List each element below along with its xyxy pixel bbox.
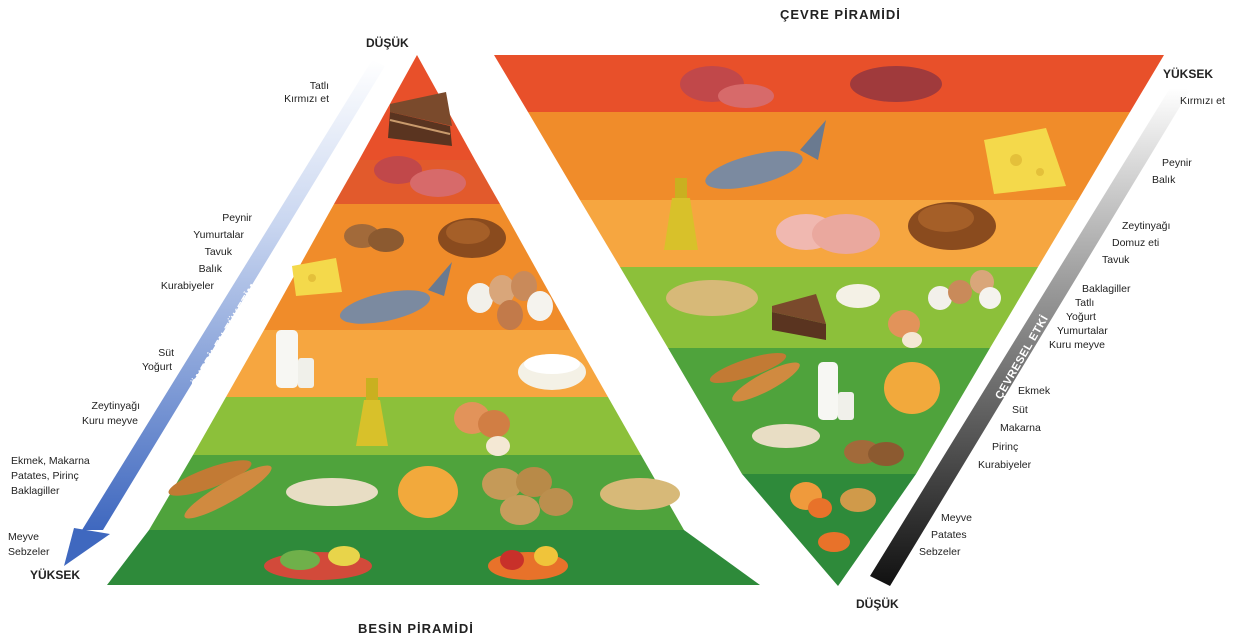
label-ekmek-right: Ekmek [1018, 382, 1050, 401]
label-tavuk: Tavuk [161, 244, 232, 261]
right-label-group-1: Kırmızı et [1180, 95, 1225, 108]
label-meyve-right: Meyve [941, 510, 972, 527]
potatoes-illustration-right [840, 488, 876, 512]
roast-chicken-illustration-right [908, 202, 996, 250]
right-label-group-2: Peynir Balık [1152, 155, 1192, 189]
label-patates-right: Patates [931, 527, 972, 544]
left-band-oil-nuts [193, 397, 641, 455]
yogurt-illustration-right [836, 284, 880, 308]
label-ekmek-makarna: Ekmek, Makarna [11, 454, 90, 469]
right-label-group-5: Ekmek Süt Makarna Pirinç Kurabiyeler [978, 382, 1050, 475]
label-kuru-meyve: Kuru meyve [82, 414, 138, 429]
pasta-illustration-right [884, 362, 940, 414]
label-yogurt: Yoğurt [142, 360, 172, 374]
cheese-illustration-left [292, 258, 342, 296]
label-sut-right: Süt [1012, 401, 1050, 420]
blue-arrow-head [64, 528, 110, 566]
right-band-red-meat [494, 55, 1164, 112]
label-balik-right: Balık [1152, 172, 1192, 189]
right-label-group-3: Zeytinyağı Domuz eti Tavuk [1102, 218, 1170, 269]
label-yogurt-right: Yoğurt [1066, 310, 1130, 324]
label-tatli: Tatlı [284, 80, 329, 93]
label-yumurtalar: Yumurtalar [161, 227, 244, 244]
label-sebzeler-right: Sebzeler [919, 544, 972, 561]
label-tavuk-right: Tavuk [1102, 252, 1170, 269]
right-label-group-6: Meyve Patates Sebzeler [919, 510, 972, 561]
label-kirmizi-et: Kırmızı et [284, 93, 329, 106]
vegetables-illustration-right [818, 532, 850, 552]
rice-illustration-left [286, 478, 378, 506]
label-kuru-meyve-right: Kuru meyve [1049, 338, 1130, 352]
cookies-illustration-right [844, 440, 904, 466]
label-kurabiyeler: Kurabiyeler [161, 278, 214, 295]
label-sut: Süt [142, 346, 174, 360]
label-kirmizi-et-right: Kırmızı et [1180, 95, 1225, 108]
left-label-group-1: Tatlı Kırmızı et [284, 80, 329, 106]
left-label-group-2: Peynir Yumurtalar Tavuk Balık Kurabiyele… [161, 210, 248, 295]
label-peynir-right: Peynir [1162, 155, 1192, 172]
right-label-group-4: Baklagiller Tatlı Yoğurt Yumurtalar Kuru… [1049, 282, 1130, 352]
label-yumurtalar-right: Yumurtalar [1057, 324, 1130, 338]
roast-chicken-illustration-left [438, 218, 506, 258]
label-domuz-eti: Domuz eti [1112, 235, 1170, 252]
label-peynir: Peynir [161, 210, 252, 227]
label-sebzeler: Sebzeler [8, 545, 49, 560]
yogurt-illustration-left [518, 354, 586, 390]
label-tatli-right: Tatlı [1075, 296, 1130, 310]
label-balik: Balık [161, 261, 222, 278]
label-pirinc-right: Pirinç [992, 438, 1050, 457]
left-label-group-3: Süt Yoğurt [142, 346, 172, 374]
label-zeytinyagi-right: Zeytinyağı [1122, 218, 1170, 235]
left-label-group-6: Meyve Sebzeler [8, 530, 49, 560]
legumes-illustration-left [600, 478, 680, 510]
label-patates-pirinc: Patates, Pirinç [11, 469, 90, 484]
label-kurabiyeler-right: Kurabiyeler [978, 456, 1050, 475]
pasta-illustration-left [398, 466, 458, 518]
legumes-illustration-right [666, 280, 758, 316]
rice-illustration-right [752, 424, 820, 448]
label-baklagiller: Baklagiller [11, 484, 90, 499]
left-label-group-4: Zeytinyağı Kuru meyve [82, 399, 138, 429]
label-zeytinyagi: Zeytinyağı [82, 399, 140, 414]
label-meyve: Meyve [8, 530, 49, 545]
left-label-group-5: Ekmek, Makarna Patates, Pirinç Baklagill… [11, 454, 90, 499]
label-baklagiller-right: Baklagiller [1082, 282, 1130, 296]
left-band-fruits-vegetables [107, 530, 760, 585]
label-makarna-right: Makarna [1000, 419, 1050, 438]
